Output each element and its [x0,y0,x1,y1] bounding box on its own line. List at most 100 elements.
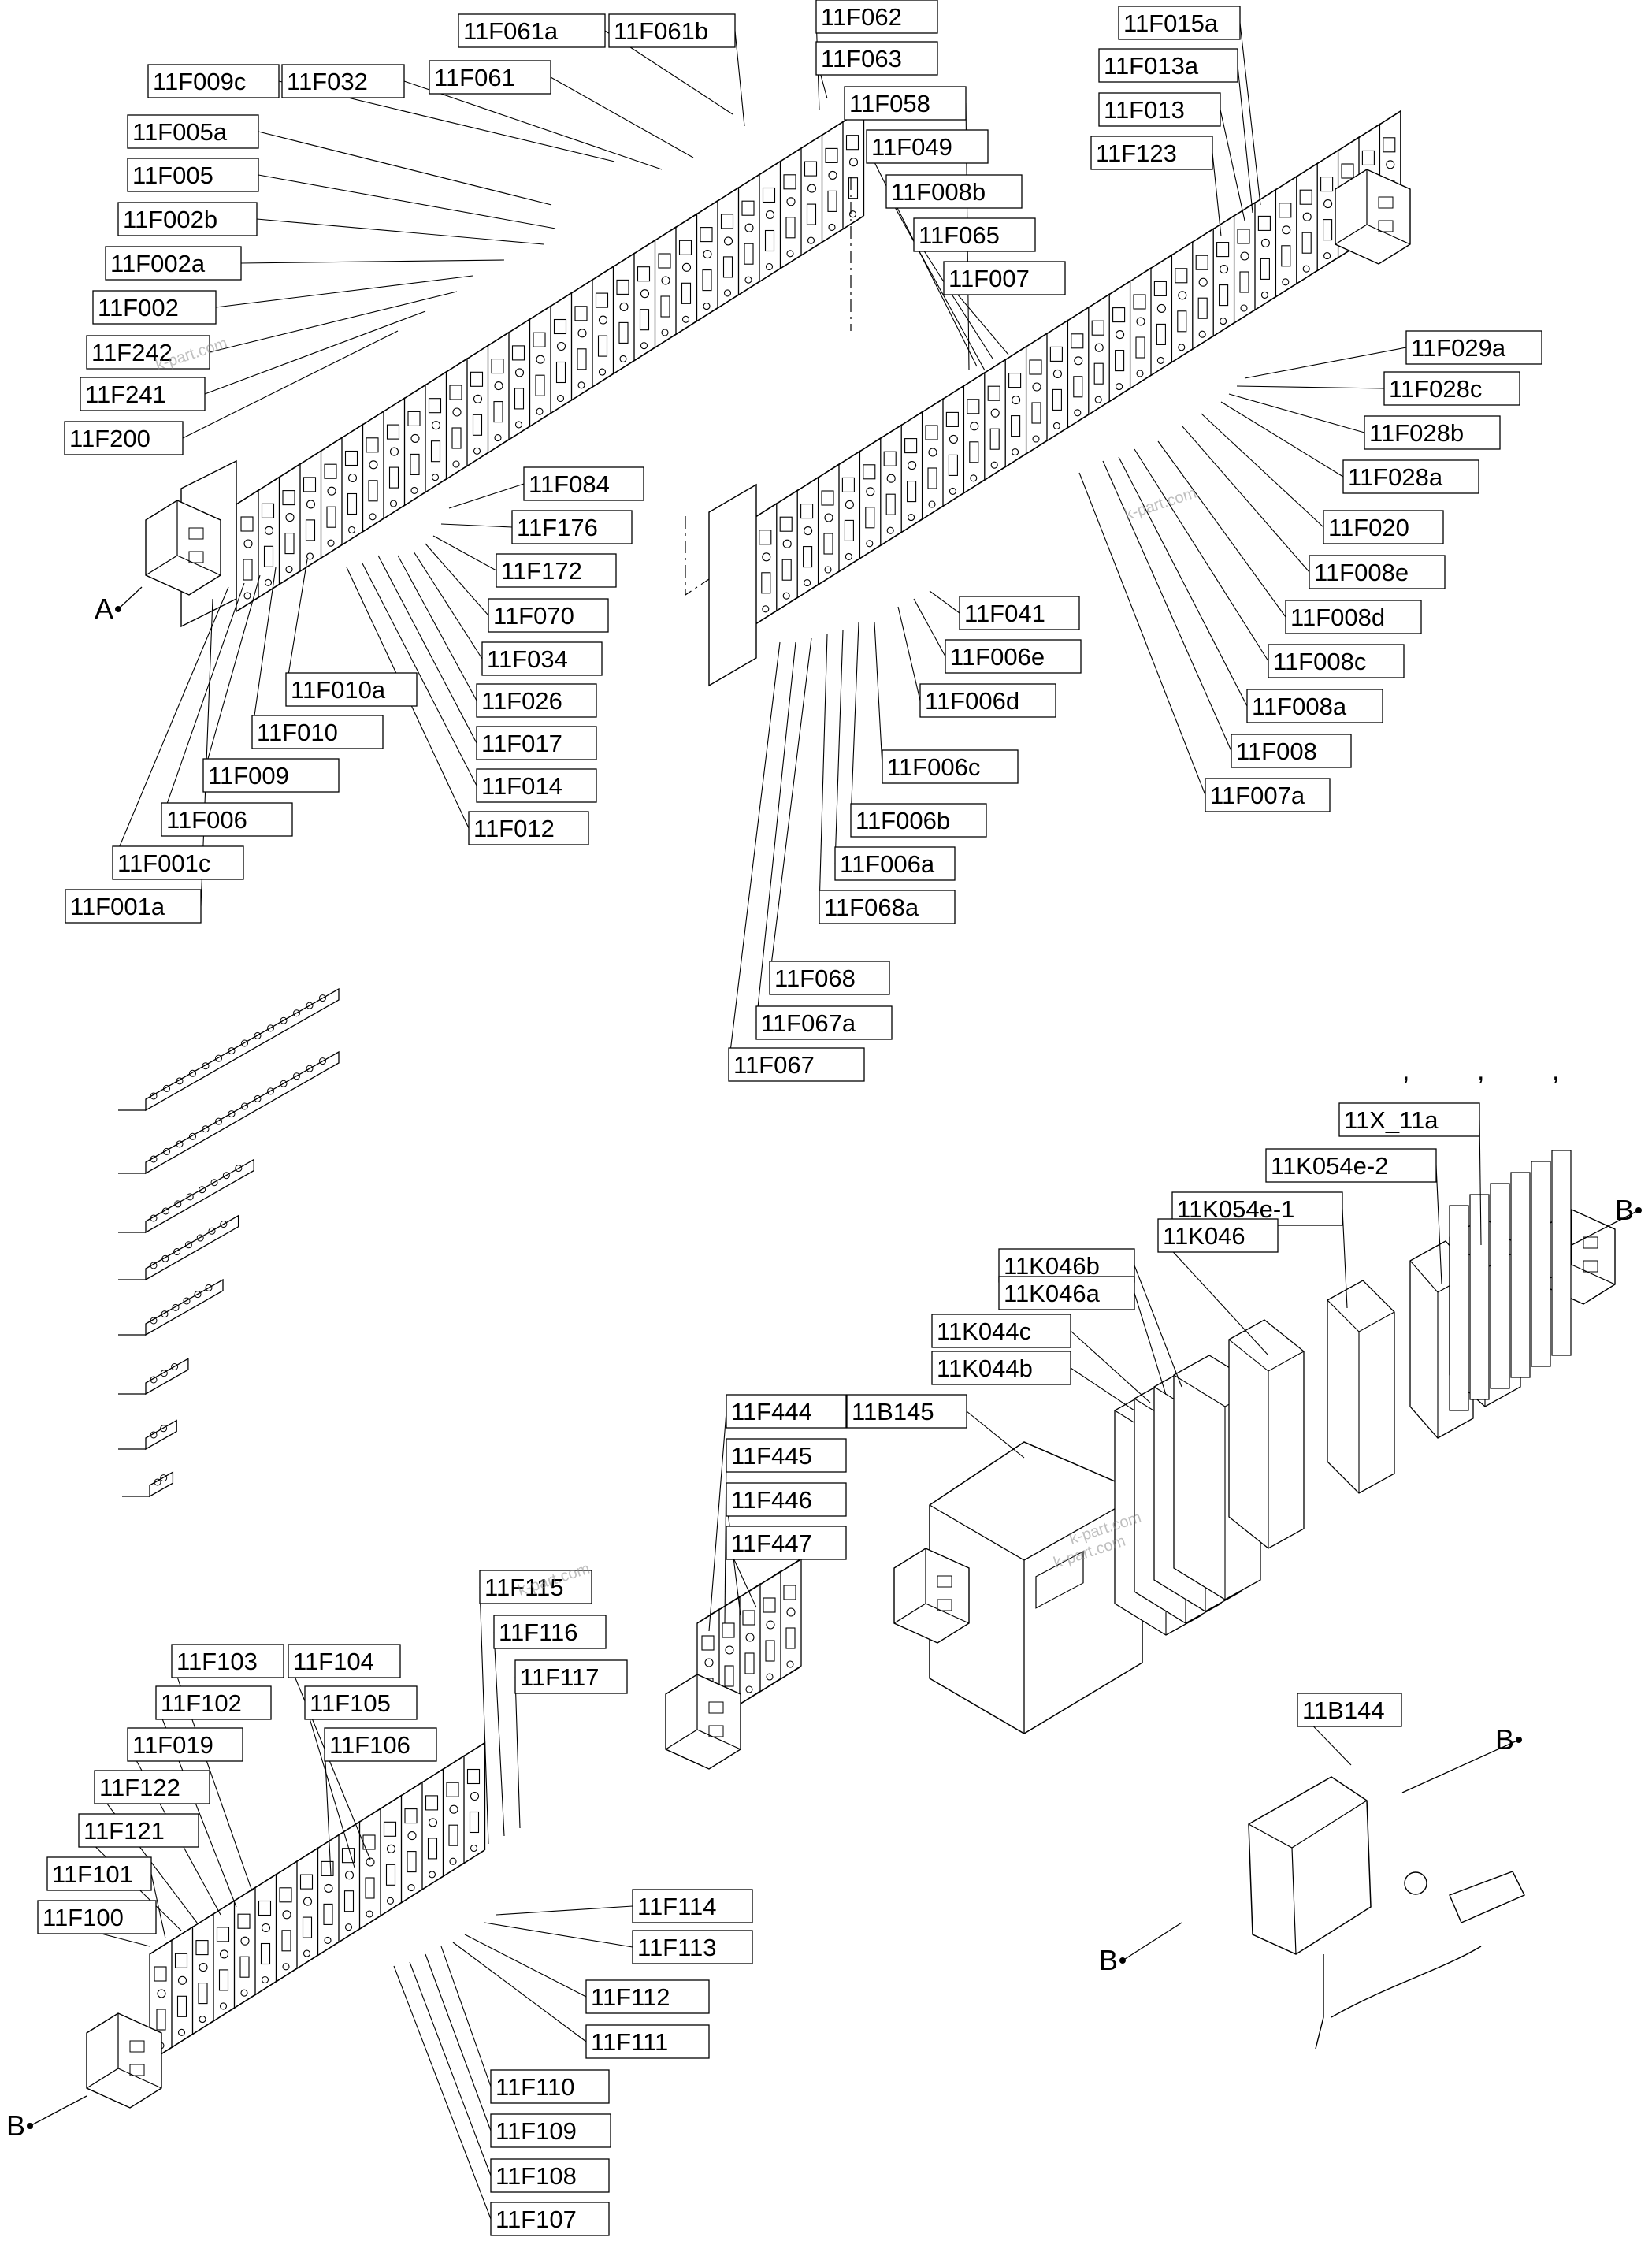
callout-11k054e-1: 11K054e-1 [1171,1191,1343,1226]
callout-11f019: 11F019 [127,1727,243,1762]
marker-a: A [95,586,143,625]
svg-text:11F100: 11F100 [43,1904,124,1931]
svg-text:11F006: 11F006 [166,806,247,834]
svg-text:B: B [6,2109,25,2142]
callout-11f117: 11F117 [514,1659,628,1694]
callout-11f058: 11F058 [844,86,967,121]
svg-text:11F006c: 11F006c [887,753,980,781]
marker-b-lower: B [6,2095,87,2142]
svg-text:11F241: 11F241 [85,381,166,408]
callout-11f006a: 11F006a [834,846,956,881]
svg-text:11F061b: 11F061b [614,17,708,45]
component-artwork [86,108,1616,2109]
callout-11k044b: 11K044b [931,1351,1071,1385]
callout-11f028a: 11F028a [1342,459,1479,494]
callout-11f121: 11F121 [78,1813,199,1848]
callout-11f102: 11F102 [155,1685,272,1720]
callout-11f068: 11F068 [769,961,890,995]
end-clamp-small [665,1674,741,1770]
callout-11f176: 11F176 [511,510,633,544]
callout-11f015a: 11F015a [1118,6,1241,40]
svg-text:11F017: 11F017 [481,730,562,757]
svg-text:11F006a: 11F006a [840,850,935,878]
svg-text:11F084: 11F084 [529,470,610,498]
callout-11f100: 11F100 [37,1900,157,1934]
callout-11f002a: 11F002a [105,246,242,281]
callout-11f008b: 11F008b [885,174,1023,209]
svg-text:11F008a: 11F008a [1252,693,1347,720]
callout-11f101: 11F101 [46,1856,152,1891]
svg-text:11F109: 11F109 [496,2117,577,2145]
callout-11f013a: 11F013a [1098,48,1238,83]
callout-11f032: 11F032 [281,64,405,98]
svg-text:11F116: 11F116 [499,1618,578,1646]
callout-11b144: 11B144 [1297,1693,1402,1727]
svg-text:11F015a: 11F015a [1123,9,1219,37]
marker-b-right: B [1571,1194,1642,1246]
svg-text:11K054e-1: 11K054e-1 [1177,1195,1294,1223]
svg-text:,: , [1477,1056,1484,1086]
callout-11f002b: 11F002b [117,202,258,236]
svg-text:11F176: 11F176 [517,514,598,541]
callout-11f026: 11F026 [476,683,597,718]
callout-11f010a: 11F010a [285,672,418,707]
callout-11f028c: 11F028c [1383,371,1520,406]
callout-11b145: 11B145 [846,1394,967,1429]
svg-text:11F111: 11F111 [591,2028,668,2056]
svg-text:11F010: 11F010 [257,719,338,746]
svg-text:11F012: 11F012 [473,815,555,842]
svg-text:11F028a: 11F028a [1348,463,1443,491]
callout-11f109: 11F109 [490,2113,611,2148]
callout-11f010: 11F010 [251,715,384,749]
svg-text:11F020: 11F020 [1328,514,1409,541]
callout-11f041: 11F041 [959,596,1080,630]
svg-text:11F026: 11F026 [481,687,562,715]
svg-text:11F107: 11F107 [496,2206,577,2233]
svg-text:11F105: 11F105 [310,1689,391,1717]
svg-text:11F002a: 11F002a [110,250,206,277]
svg-text:11F058: 11F058 [849,90,930,117]
svg-text:11F102: 11F102 [161,1689,242,1717]
sensor-11b144 [1248,1776,1525,2050]
callout-11f200: 11F200 [64,421,184,455]
svg-text:11F008: 11F008 [1236,738,1317,765]
svg-text:11F034: 11F034 [487,645,568,673]
svg-text:11F104: 11F104 [293,1648,374,1675]
svg-text:11K046b: 11K046b [1004,1252,1100,1280]
callout-11f104: 11F104 [288,1644,401,1678]
svg-text:11K046: 11K046 [1163,1222,1245,1250]
svg-text:11K046a: 11K046a [1004,1280,1101,1307]
svg-text:,: , [1552,1056,1559,1086]
callout-11k054e-2: 11K054e-2 [1265,1148,1437,1183]
svg-text:11F444: 11F444 [731,1398,812,1425]
svg-text:11F200: 11F200 [69,425,150,452]
svg-text:11F446: 11F446 [731,1486,812,1514]
end-clamp-b [86,2012,162,2109]
callout-11f446: 11F446 [726,1482,847,1517]
svg-text:11K044b: 11K044b [937,1355,1033,1382]
svg-text:11F014: 11F014 [481,772,562,800]
svg-text:11F002: 11F002 [98,294,179,321]
svg-text:11F006d: 11F006d [925,687,1019,715]
svg-text:11F115: 11F115 [484,1574,564,1601]
callout-11f067a: 11F067a [755,1005,893,1040]
callout-11f103: 11F103 [171,1644,284,1678]
svg-text:11F032: 11F032 [287,68,368,95]
svg-text:11F002b: 11F002b [123,206,217,233]
callout-11f008: 11F008 [1231,734,1352,768]
svg-text:11F063: 11F063 [821,45,902,72]
callout-11f061: 11F061 [429,60,551,95]
callout-11f172: 11F172 [496,553,617,588]
callout-11f006b: 11F006b [850,803,987,838]
marker-b-sensor-top: B [1401,1723,1522,1793]
upper-left-breaker-row [236,108,865,612]
svg-text:11F006e: 11F006e [950,643,1045,671]
svg-text:11F009c: 11F009c [153,68,246,95]
svg-text:11F445: 11F445 [731,1442,812,1470]
svg-text:11F007: 11F007 [949,265,1030,292]
svg-text:11F013a: 11F013a [1104,52,1199,80]
svg-text:11F068a: 11F068a [824,894,919,921]
svg-text:11F006b: 11F006b [856,807,950,834]
